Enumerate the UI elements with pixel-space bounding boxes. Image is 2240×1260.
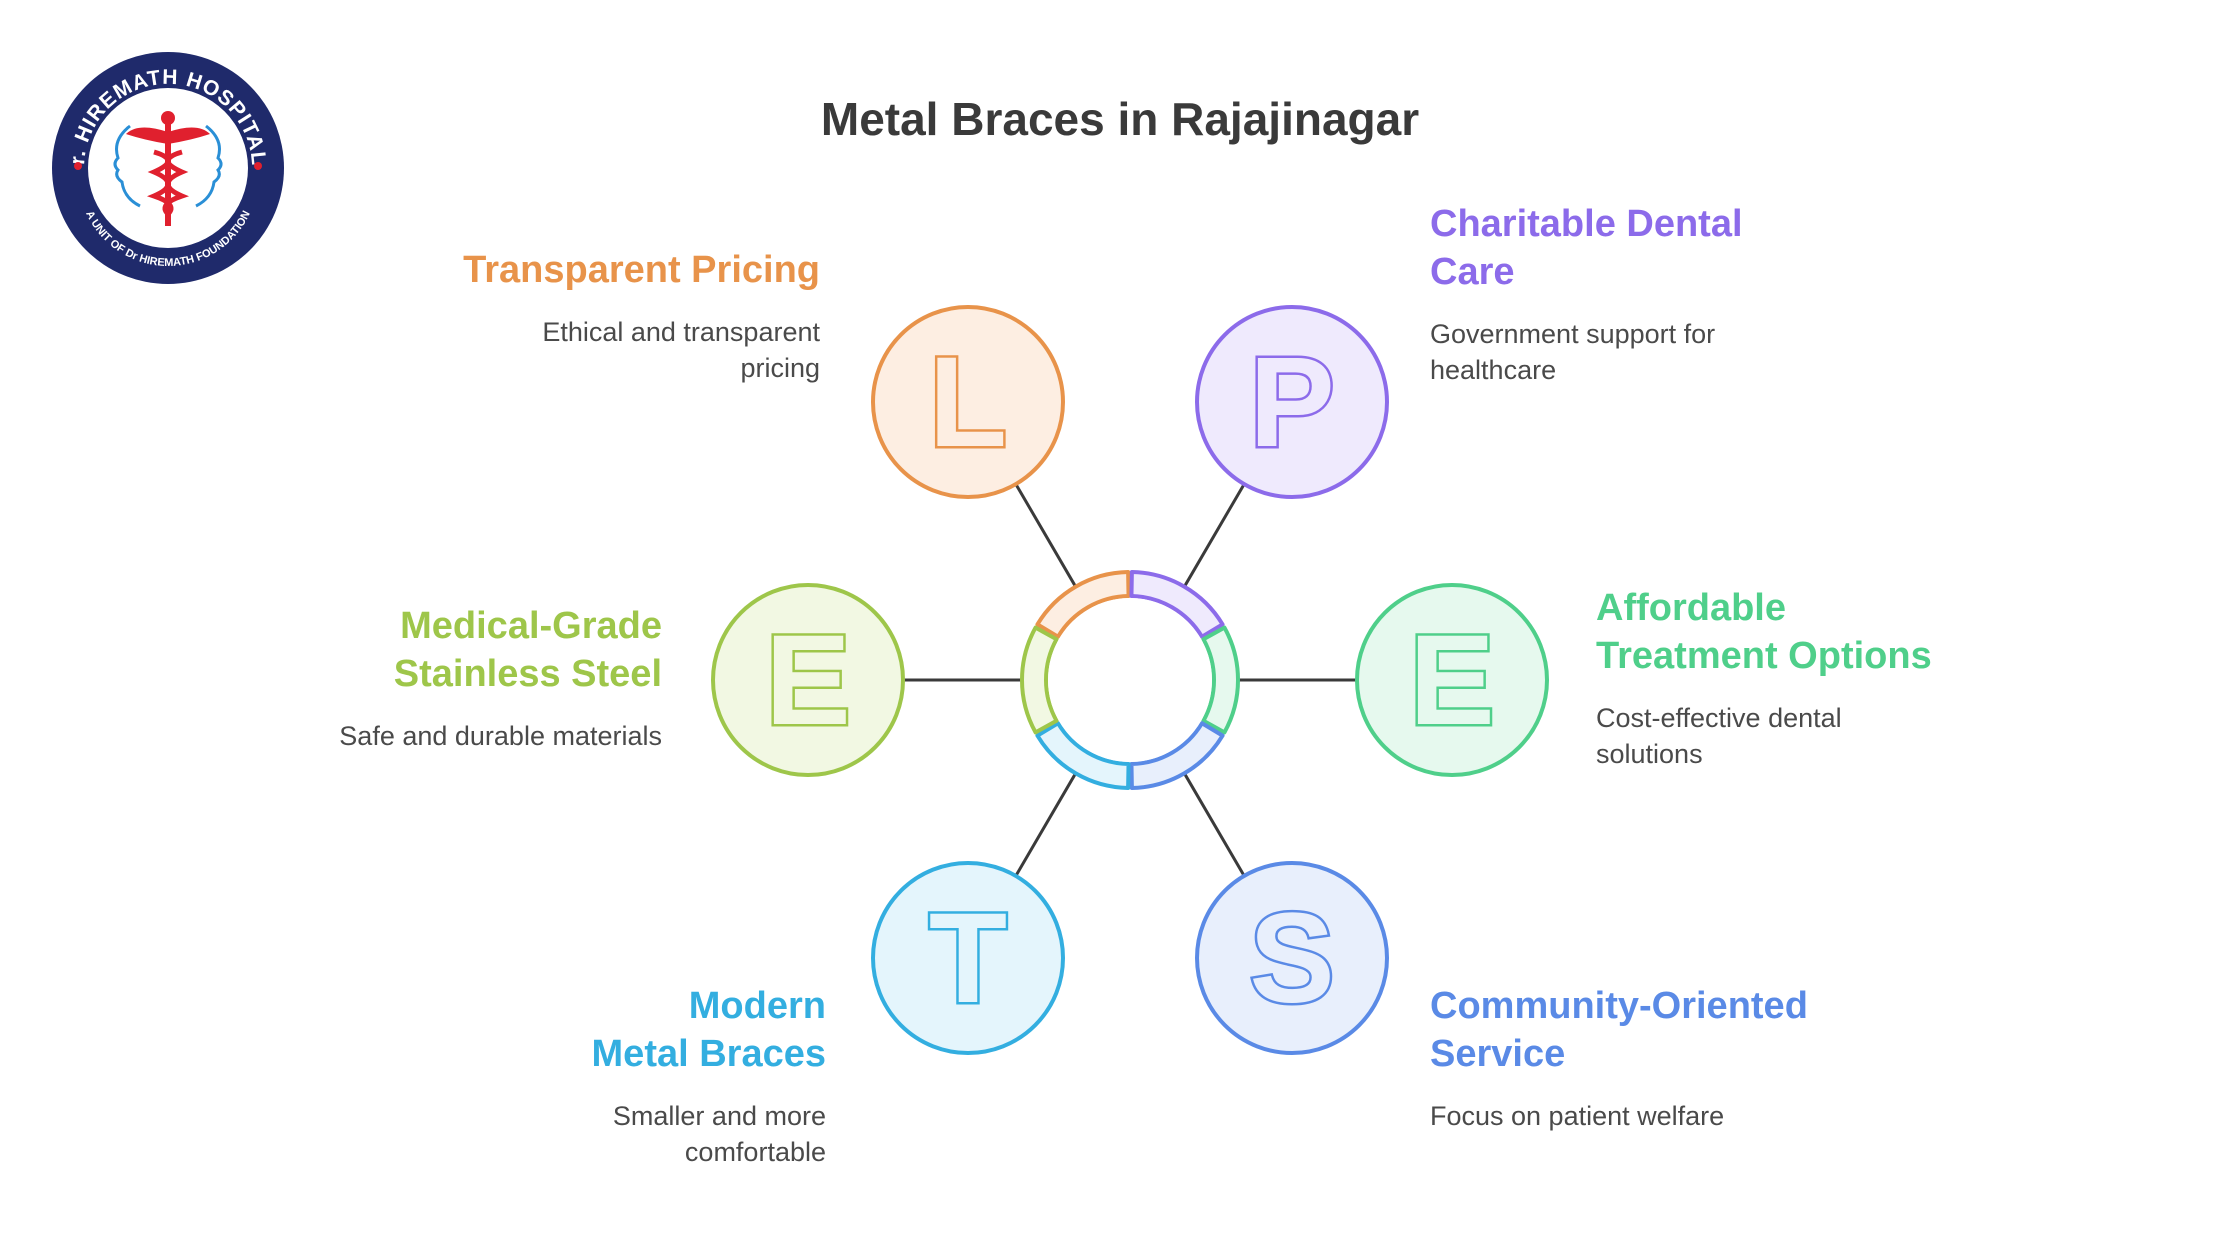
letter-node-0: [871, 305, 1065, 499]
hub-segment-0: [1035, 570, 1131, 639]
letter-node-5: [711, 583, 905, 777]
item-desc: Focus on patient welfare: [1430, 1101, 1725, 1131]
hub-center: [1048, 598, 1212, 762]
hospital-logo: Dr. HIREMATH HOSPITALS A UNIT OF Dr HIRE…: [48, 48, 284, 284]
item-desc: Smaller and more comfortable: [612, 1101, 826, 1167]
item-desc: Cost-effective dental solutions: [1596, 703, 1842, 769]
face-left-icon: [113, 124, 141, 208]
hub-segment-5: [1020, 625, 1059, 735]
item-title: Modern Metal Braces: [591, 985, 826, 1075]
item-block-charitable-dental-care: Charitable Dental Care Government suppor…: [1430, 200, 1830, 388]
item-block-stainless-steel: Medical-Grade Stainless Steel Safe and d…: [262, 602, 662, 754]
item-desc: Government support for healthcare: [1430, 319, 1716, 385]
item-title: Charitable Dental Care: [1430, 203, 1743, 293]
item-block-transparent-pricing: Transparent Pricing Ethical and transpar…: [420, 246, 820, 386]
node-letter: E: [765, 609, 850, 752]
logo-dot-left: [74, 162, 82, 170]
node-letter: T: [929, 887, 1007, 1030]
spoke-line-4: [1014, 772, 1077, 877]
caduceus-icon: [126, 111, 210, 226]
letter-node-1: [1195, 305, 1389, 499]
logo-dot-right: [254, 162, 262, 170]
hub-segment-3: [1129, 721, 1225, 790]
item-title: Transparent Pricing: [463, 249, 820, 291]
letter-node-3: [1195, 861, 1389, 1055]
item-desc: Ethical and transparent pricing: [542, 317, 820, 383]
node-letter: L: [929, 331, 1007, 474]
item-title: Community-Oriented Service: [1430, 985, 1808, 1075]
face-right-icon: [195, 124, 223, 208]
item-title: Medical-Grade Stainless Steel: [393, 605, 662, 695]
letter-node-2: [1355, 583, 1549, 777]
spoke-line-3: [1183, 772, 1246, 877]
letter-node-4: [871, 861, 1065, 1055]
item-title: Affordable Treatment Options: [1596, 587, 1932, 677]
node-letter: P: [1249, 331, 1334, 474]
item-block-community-service: Community-Oriented Service Focus on pati…: [1430, 982, 1830, 1134]
spoke-line-1: [1183, 483, 1246, 588]
node-letter: E: [1409, 609, 1494, 752]
hub-segment-2: [1201, 625, 1240, 735]
item-block-modern-metal-braces: Modern Metal Braces Smaller and more com…: [426, 982, 826, 1170]
item-block-affordable-treatment: Affordable Treatment Options Cost-effect…: [1596, 584, 1976, 772]
spoke-line-0: [1014, 483, 1077, 588]
hub-segment-1: [1129, 570, 1225, 639]
page-title: Metal Braces in Rajajinagar: [820, 93, 1420, 145]
node-letter: S: [1249, 887, 1334, 1030]
item-desc: Safe and durable materials: [339, 721, 662, 751]
hub-segment-4: [1035, 721, 1131, 790]
